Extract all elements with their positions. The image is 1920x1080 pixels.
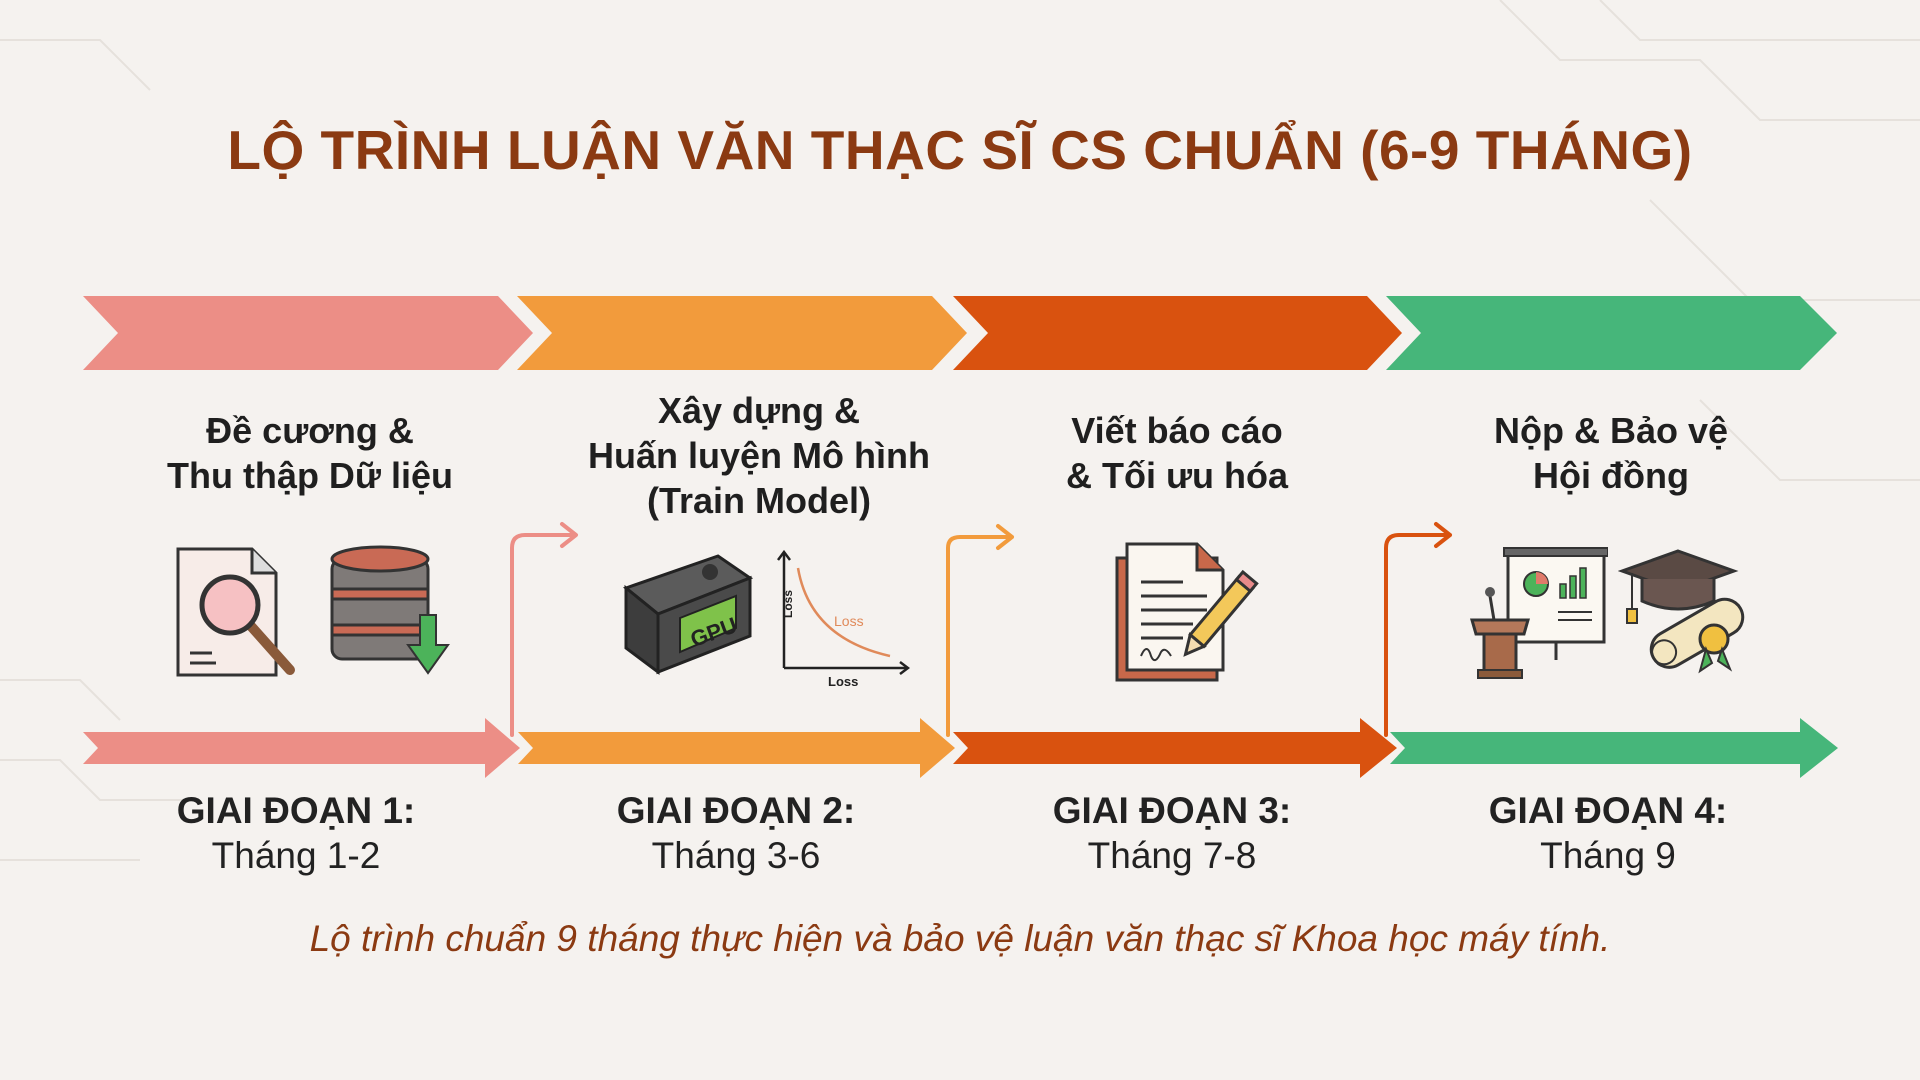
- podium-presentation-icon: [1470, 547, 1608, 679]
- stage-1-phase: GIAI ĐOẠN 1: Tháng 1-2: [76, 788, 516, 878]
- stage-4-title-line: Hội đồng: [1533, 455, 1689, 496]
- gpu-icon: GPU: [622, 554, 753, 675]
- stage-3-phase-label: GIAI ĐOẠN 3:: [1052, 790, 1292, 831]
- page-title: LỘ TRÌNH LUẬN VĂN THẠC SĨ CS CHUẨN (6-9 …: [227, 119, 1693, 181]
- stage-2-phase-label: GIAI ĐOẠN 2:: [616, 790, 856, 831]
- database-download-icon: [330, 545, 450, 675]
- stage-1-title-line: Thu thập Dữ liệu: [166, 455, 454, 496]
- stage-3-phase: GIAI ĐOẠN 3: Tháng 7-8: [952, 788, 1392, 878]
- stage-3-chevron: [953, 296, 1402, 370]
- stage-3-title: Viết báo cáo & Tối ưu hóa: [957, 408, 1397, 498]
- stage-1-chevron: [83, 296, 533, 370]
- stage-2-title-line: Xây dựng &: [657, 390, 861, 431]
- stage-2-phase: GIAI ĐOẠN 2: Tháng 3-6: [516, 788, 956, 878]
- loss-y-axis-label: Loss: [781, 590, 795, 618]
- stage-3-title-line: & Tối ưu hóa: [1065, 455, 1289, 496]
- loss-chart-icon: Loss Loss Loss: [777, 549, 910, 688]
- loss-x-axis-label: Loss: [828, 674, 858, 688]
- stage-4-phase-label: GIAI ĐOẠN 4:: [1488, 790, 1728, 831]
- graduation-diploma-icon: [1618, 549, 1745, 674]
- footer-caption: Lộ trình chuẩn 9 tháng thực hiện và bảo …: [309, 918, 1611, 959]
- loss-curve-label: Loss: [834, 613, 864, 629]
- stage-1-arrow: [83, 718, 520, 778]
- stage-2-title: Xây dựng & Huấn luyện Mô hình (Train Mod…: [539, 388, 979, 523]
- connector-1-2: [510, 522, 578, 737]
- stage-2-arrow: [518, 718, 955, 778]
- connector-2-3: [946, 524, 1014, 737]
- stage-4-title: Nộp & Bảo vệ Hội đồng: [1391, 408, 1831, 498]
- stage-1-title-line: Đề cương &: [206, 410, 414, 451]
- stage-3-title-line: Viết báo cáo: [1071, 410, 1283, 451]
- stage-3-arrow: [953, 718, 1397, 778]
- stage-4-months: Tháng 9: [1540, 835, 1676, 876]
- stage-4-arrow: [1390, 718, 1838, 778]
- stage-2-months: Tháng 3-6: [651, 835, 821, 876]
- stage-3-months: Tháng 7-8: [1087, 835, 1257, 876]
- stage-4-phase: GIAI ĐOẠN 4: Tháng 9: [1388, 788, 1828, 878]
- stage-2-chevron: [517, 296, 967, 370]
- document-search-icon: [176, 547, 295, 677]
- stage-2-title-line: Huấn luyện Mô hình: [588, 435, 930, 476]
- stage-2-title-line: (Train Model): [647, 480, 871, 521]
- stage-1-months: Tháng 1-2: [211, 835, 381, 876]
- stage-4-chevron: [1386, 296, 1837, 370]
- stage-4-title-line: Nộp & Bảo vệ: [1493, 410, 1729, 451]
- stage-1-title: Đề cương & Thu thập Dữ liệu: [90, 408, 530, 498]
- connector-3-4: [1384, 522, 1452, 737]
- document-pencil-icon: [1115, 542, 1259, 682]
- stage-1-phase-label: GIAI ĐOẠN 1:: [176, 790, 416, 831]
